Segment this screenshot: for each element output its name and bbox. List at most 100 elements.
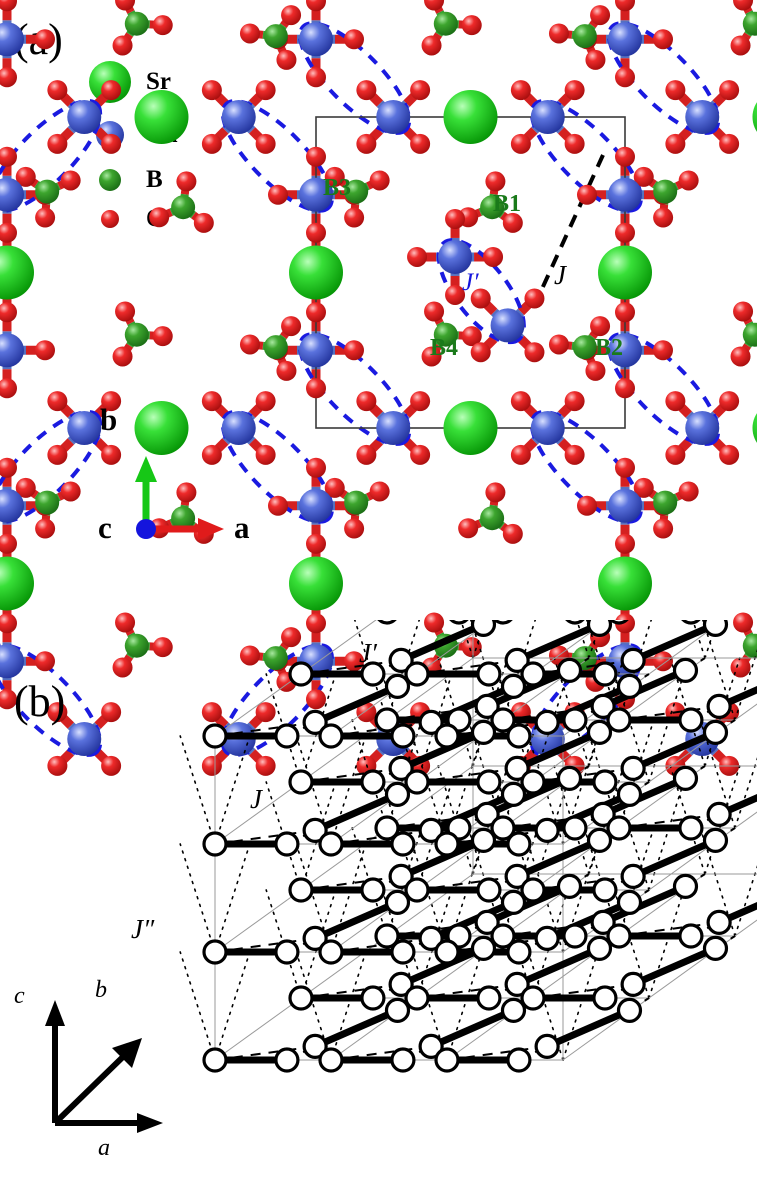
atom-boron xyxy=(124,322,149,347)
atom-oxygen xyxy=(201,80,222,101)
dimer-bond xyxy=(429,1007,515,1050)
atom-strontium xyxy=(134,401,189,455)
atom-strontium xyxy=(443,90,498,144)
atom-oxygen xyxy=(665,80,686,101)
spin-site xyxy=(318,723,344,749)
atom-oxygen xyxy=(176,482,197,503)
spin-site xyxy=(302,1033,328,1059)
spin-site xyxy=(590,693,616,719)
axis-label-a-panel-a: a xyxy=(234,510,250,545)
spin-site xyxy=(504,971,530,997)
atom-oxygen xyxy=(115,301,136,322)
axis-b-arrowhead-b xyxy=(112,1038,142,1068)
atom-oxygen xyxy=(149,518,170,539)
atom-oxygen xyxy=(564,391,585,412)
atom-oxygen xyxy=(585,360,606,381)
atom-copper xyxy=(685,722,720,756)
atom-layer xyxy=(0,0,757,776)
cu-dimer-ellipse xyxy=(529,410,643,524)
spin-site xyxy=(302,925,328,951)
atom-oxygen xyxy=(344,207,365,228)
spin-site xyxy=(202,723,228,749)
spin-site xyxy=(620,755,646,781)
spin-site xyxy=(388,971,414,997)
atom-oxygen xyxy=(653,651,673,672)
spin-site xyxy=(384,673,411,700)
atom-oxygen xyxy=(733,301,754,322)
spin-site xyxy=(702,935,729,962)
atom-copper xyxy=(685,411,720,445)
dimer-bond xyxy=(429,899,515,942)
dimer-bond xyxy=(487,562,569,598)
spin-site xyxy=(520,985,546,1011)
atom-oxygen xyxy=(421,35,442,56)
spin-site xyxy=(318,1047,344,1073)
atom-oxygen xyxy=(176,171,197,192)
atom-oxygen xyxy=(306,613,326,634)
atom-oxygen xyxy=(306,67,326,88)
atom-copper xyxy=(376,722,411,756)
dimer-bond xyxy=(313,899,399,942)
atom-oxygen xyxy=(665,444,686,465)
atom-boron xyxy=(480,506,505,531)
atom-oxygen xyxy=(564,444,585,465)
atom-oxygen xyxy=(281,5,302,26)
atom-copper xyxy=(608,22,642,57)
atom-oxygen xyxy=(577,651,597,672)
atom-oxygen xyxy=(47,80,68,101)
spin-site xyxy=(520,661,546,687)
spin-site xyxy=(500,889,527,916)
cu-dimer-ellipse xyxy=(220,99,334,213)
atom-oxygen xyxy=(510,444,531,465)
spin-site xyxy=(202,1047,228,1073)
atom-oxygen xyxy=(0,222,17,243)
atom-oxygen xyxy=(461,15,482,36)
atom-oxygen xyxy=(615,146,635,167)
spin-site xyxy=(708,587,730,609)
dimer-bond xyxy=(429,791,515,834)
atom-oxygen xyxy=(369,481,390,502)
spin-site xyxy=(493,620,513,625)
atom-boron xyxy=(124,11,149,36)
boron-label-b3: B3 xyxy=(323,175,352,201)
spin-site xyxy=(702,827,729,854)
spin-site xyxy=(520,877,546,903)
atom-oxygen xyxy=(255,80,276,101)
spin-site xyxy=(678,815,704,841)
atom-oxygen xyxy=(653,207,674,228)
dimer-bond xyxy=(399,729,485,772)
atom-oxygen xyxy=(201,755,222,776)
atom-oxygen xyxy=(410,702,431,723)
atom-oxygen xyxy=(306,533,326,554)
axis-label-c-panel-b: c xyxy=(14,983,25,1009)
spin-site xyxy=(565,620,585,625)
spin-site xyxy=(374,815,400,841)
spin-site xyxy=(418,925,444,951)
spin-site xyxy=(616,673,643,700)
atom-copper xyxy=(299,333,333,368)
coupling-label-jprime-panel-b: J′ xyxy=(359,638,377,668)
atom-boron xyxy=(653,179,678,204)
atom-oxygen xyxy=(548,23,569,44)
spin-site xyxy=(616,997,643,1024)
atom-oxygen xyxy=(730,35,751,56)
spin-site xyxy=(418,709,444,735)
dimer-bond xyxy=(717,794,757,818)
atom-oxygen xyxy=(653,184,673,205)
axis-a-arrowhead-b xyxy=(137,1113,163,1133)
dimer-bond xyxy=(313,791,399,834)
spin-site xyxy=(681,620,701,625)
spin-site xyxy=(288,661,314,687)
dimer-bond xyxy=(515,621,601,664)
atom-oxygen xyxy=(510,755,531,776)
spin-site xyxy=(470,719,497,746)
spin-site xyxy=(556,873,583,900)
spin-site xyxy=(606,923,632,949)
atom-boron xyxy=(433,633,458,658)
dimer-bond xyxy=(717,902,757,926)
atom-oxygen xyxy=(344,29,364,50)
atom-oxygen xyxy=(306,302,326,323)
legend-label-cu: Cu xyxy=(146,121,178,148)
legend-label-o: O xyxy=(146,205,166,232)
